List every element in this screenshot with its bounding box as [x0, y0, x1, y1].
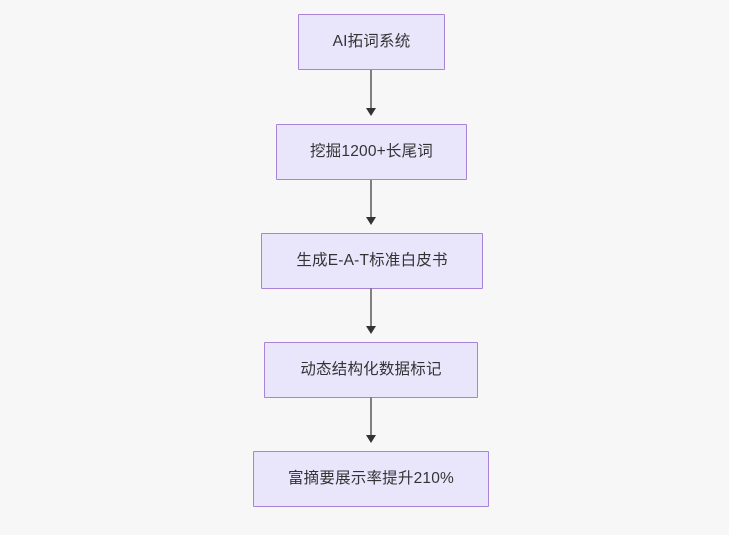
flowchart-node-label: 富摘要展示率提升210% — [287, 469, 455, 487]
flowchart-node[interactable]: 生成E-A-T标准白皮书 — [261, 233, 483, 289]
arrowhead-icon — [366, 217, 376, 225]
edge-line — [370, 397, 372, 436]
flowchart-node[interactable]: 动态结构化数据标记 — [264, 342, 478, 398]
flowchart-node-label: 生成E-A-T标准白皮书 — [296, 251, 448, 269]
flowchart-edge — [366, 397, 376, 443]
flowchart-node-label: 动态结构化数据标记 — [300, 360, 442, 378]
flowchart-edge — [366, 288, 376, 334]
flowchart-edge — [366, 180, 376, 225]
flowchart-node[interactable]: 富摘要展示率提升210% — [253, 451, 489, 507]
edge-line — [370, 70, 372, 109]
flowchart-node-label: AI拓词系统 — [332, 32, 411, 50]
flowchart-node[interactable]: AI拓词系统 — [298, 14, 445, 70]
flowchart-node-label: 挖掘1200+长尾词 — [309, 142, 434, 160]
arrowhead-icon — [366, 326, 376, 334]
arrowhead-icon — [366, 435, 376, 443]
flowchart-node[interactable]: 挖掘1200+长尾词 — [276, 124, 467, 180]
arrowhead-icon — [366, 108, 376, 116]
edge-line — [370, 180, 372, 218]
flowchart-edge — [366, 70, 376, 116]
edge-line — [370, 288, 372, 327]
